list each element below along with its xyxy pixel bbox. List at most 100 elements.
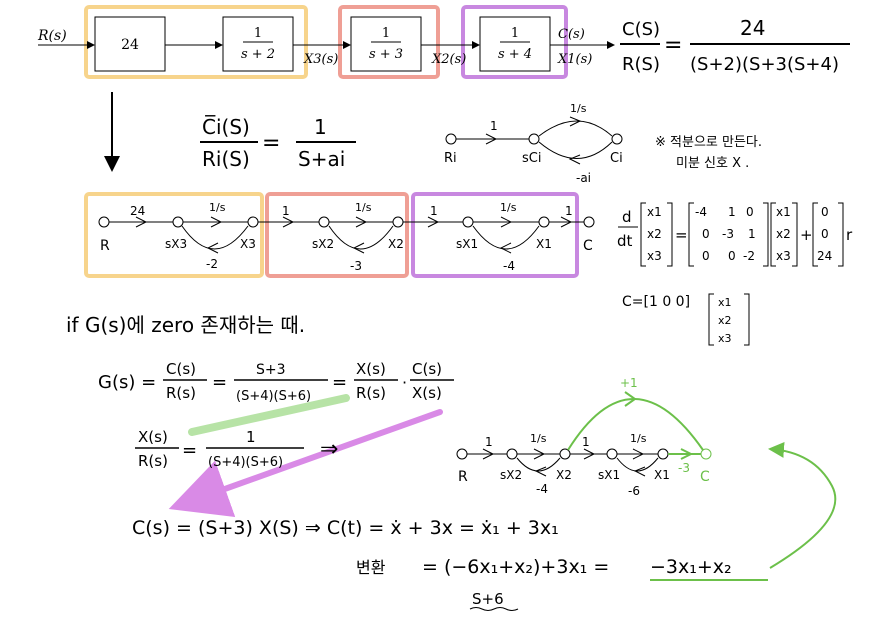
- zsfg-node-x2: X2: [556, 468, 572, 482]
- sfg-gain-int-3: 1/s: [209, 201, 226, 214]
- sfg-node-sx2: sX2: [312, 237, 334, 251]
- highlight-salmon-sfg: [265, 192, 409, 278]
- zsfg-gain-1a: 1: [485, 435, 493, 449]
- block-1-over-s4: [479, 16, 551, 72]
- g-dot: ·: [402, 373, 407, 392]
- magenta-arrow: [168, 409, 443, 518]
- c-xvec-3: x3: [718, 332, 732, 345]
- signal-x2: X2(s): [431, 52, 466, 67]
- sfg-gain-1b: 1: [430, 204, 438, 218]
- korean-note-line2: 미분 신호 X .: [676, 156, 749, 171]
- state-xvec-2: x2: [647, 227, 662, 241]
- x-implies: ⇒: [320, 437, 338, 462]
- g-f1-den: R(s): [166, 384, 196, 402]
- zsfg-gain-1b: 1: [582, 435, 590, 449]
- block-1-over-s3: [350, 16, 422, 72]
- generic-fb-gain: -ai: [576, 171, 591, 185]
- korean-note-line1: ※ 적분으로 만든다.: [655, 135, 762, 150]
- generic-equals: =: [262, 131, 280, 156]
- block-gain-24: [94, 16, 166, 72]
- block-1-over-s2: [222, 16, 294, 72]
- sfg-node-x3: X3: [240, 237, 256, 251]
- block-2-num: 1: [254, 26, 262, 41]
- a-13: 0: [746, 205, 754, 219]
- g-f3-den: R(s): [356, 384, 386, 402]
- generic-lhs-den: Ri(S): [202, 147, 250, 171]
- c-row: C=[1 0 0]: [622, 294, 690, 310]
- var-expr: = (−6x₁+x₂)+3x₁ =: [422, 556, 609, 578]
- block-3-den: s + 3: [369, 47, 403, 62]
- a-21: 0: [702, 227, 710, 241]
- block-diagram: R(s) 24 1 s + 2 X3(s) 1 s + 3 X2(s) 1 s …: [37, 5, 615, 79]
- s6-label: S+6: [472, 590, 504, 608]
- generic-rhs-den: S+ai: [298, 147, 345, 171]
- b-3: 24: [817, 249, 832, 263]
- x-lhs-den: R(s): [138, 452, 168, 470]
- output-label: C(s): [558, 27, 585, 42]
- sfg-gain-1a: 1: [282, 204, 290, 218]
- highlight-salmon-top: [338, 5, 440, 79]
- g-eq2: =: [212, 372, 227, 393]
- sfg-node-sx1: sX1: [456, 237, 478, 251]
- b-2: 0: [821, 227, 829, 241]
- var-result: −3x₁+x₂: [650, 556, 732, 578]
- block-3-num: 1: [382, 26, 390, 41]
- g-label: G(s) =: [98, 372, 156, 393]
- g-eq3: =: [332, 372, 347, 393]
- sfg-gain-int-1: 1/s: [500, 201, 517, 214]
- generic-rhs-num: 1: [314, 115, 327, 139]
- a-31: 0: [702, 249, 710, 263]
- tf-rhs-num: 24: [740, 16, 765, 40]
- g-f2-den: (S+4)(S+6): [236, 389, 311, 404]
- c-xvec-1: x1: [718, 296, 732, 309]
- signal-x3: X3(s): [303, 52, 338, 67]
- zsfg-gain-int-2: 1/s: [530, 432, 547, 445]
- g-f2-num: S+3: [256, 362, 286, 378]
- sfg-node-x1: X1: [536, 237, 552, 251]
- state-xvec-3: x3: [647, 249, 662, 263]
- highlight-violet-top: [461, 5, 568, 79]
- zsfg-fb-minus6: -6: [628, 484, 640, 498]
- state-input-r: r: [846, 226, 853, 244]
- g-f1-num: C(s): [166, 360, 196, 378]
- c-xvec-2: x2: [718, 314, 732, 327]
- generic-out-label: Ci: [610, 151, 623, 166]
- block-4-num: 1: [511, 26, 519, 41]
- generic-fwd-gain: 1: [490, 119, 498, 133]
- sfg-gain-24: 24: [130, 204, 145, 218]
- x-lhs-num: X(s): [138, 428, 168, 446]
- x-rhs-num: 1: [246, 428, 256, 446]
- c-line: C(s) = (S+3) X(S) ⇒ C(t) = ẋ + 3x = ẋ₁ +…: [132, 517, 559, 539]
- tf-equals: =: [664, 33, 682, 58]
- zsfg-green-minus3: -3: [678, 461, 690, 475]
- sfg-fb-minus2: -2: [206, 257, 218, 271]
- sfg-node-c: C: [583, 238, 593, 254]
- generic-in-label: Ri: [444, 151, 457, 166]
- state-equation: d dt x1 x2 x3 = -4 1 0 0 -3 1 0 0 -2 x1 …: [617, 202, 853, 346]
- sfg-node-r: R: [100, 238, 110, 254]
- tf-lhs-num: C(S): [622, 19, 660, 40]
- input-label: R(s): [37, 28, 67, 44]
- zero-case-title: if G(s)에 zero 존재하는 때.: [66, 313, 305, 337]
- generic-int-gain: 1/s: [570, 102, 587, 115]
- highlight-yellow-top: [84, 5, 308, 79]
- zsfg-node-x1: X1: [654, 468, 670, 482]
- g-line: G(s) = C(s) R(s) = S+3 (S+4)(S+6) = X(s)…: [98, 360, 454, 404]
- generic-mid-label: sCi: [522, 151, 541, 166]
- zsfg-green-plus1: +1: [620, 376, 638, 390]
- s6-underline: [469, 607, 519, 611]
- a-23: 1: [748, 227, 756, 241]
- sfg-fb-minus3: -3: [350, 259, 362, 273]
- zero-sfg: 1 1/s 1 1/s -4 -6 +1 -3 R sX2 X2 sX1 X1 …: [456, 376, 712, 498]
- tf-rhs-den: (S+2)(S+3(S+4): [690, 54, 839, 75]
- state-xvec2-1: x1: [776, 205, 791, 219]
- signal-x1: X1(s): [557, 52, 592, 67]
- sfg-fb-minus4: -4: [503, 259, 515, 273]
- g-f3-num: X(s): [356, 360, 386, 378]
- a-11: -4: [695, 205, 707, 219]
- block-1-num: 24: [121, 37, 139, 53]
- highlight-violet-sfg: [411, 192, 579, 278]
- sfg-gain-int-2: 1/s: [355, 201, 372, 214]
- a-33: -2: [743, 249, 755, 263]
